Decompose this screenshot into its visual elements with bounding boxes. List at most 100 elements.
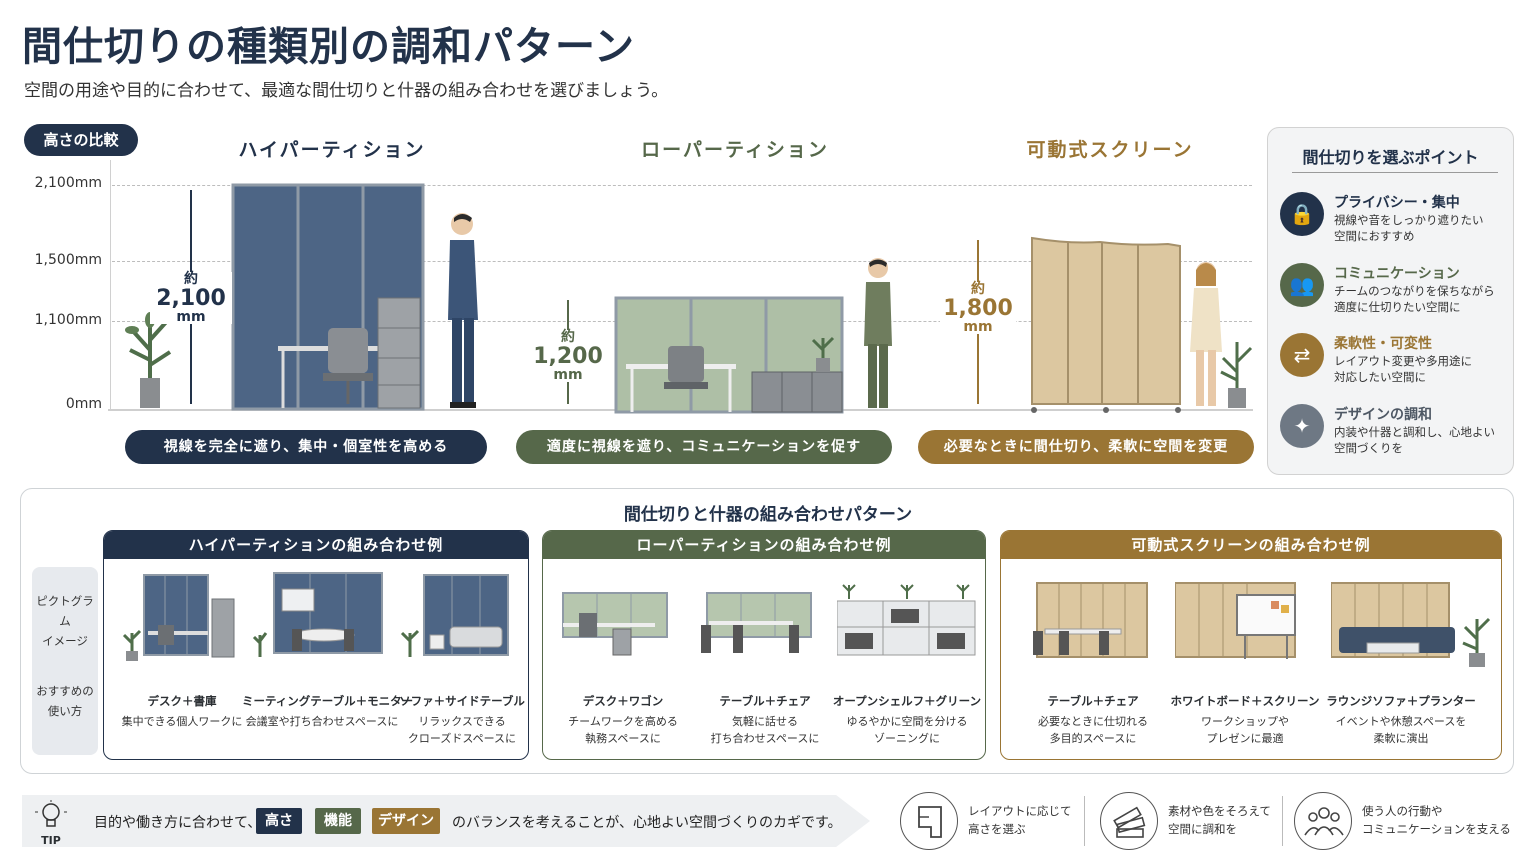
combo-item-name: テーブル＋チェア bbox=[719, 694, 811, 708]
selection-points-panel: 間仕切りを選ぶポイント 🔒 プライバシー・集中 視線や音をしっかり遮りたい空間に… bbox=[1267, 127, 1514, 475]
point-heading: コミュニケーション bbox=[1334, 266, 1460, 282]
footer-text: レイアウトに応じて高さを選ぶ bbox=[968, 804, 1072, 836]
lounge-sofa-planter-pictogram bbox=[1330, 582, 1491, 667]
combo-item-name: ホワイトボード＋スクリーン bbox=[1170, 694, 1320, 708]
guide-line-1500 bbox=[112, 261, 1252, 262]
row-labels: ピクトグラムイメージ おすすめの使い方 bbox=[32, 567, 98, 755]
approx-label: 約 bbox=[184, 271, 198, 287]
row-label-usage: おすすめの使い方 bbox=[36, 684, 94, 718]
combo-item-name: デスク＋書庫 bbox=[147, 694, 217, 708]
row-label-pictogram: ピクトグラムイメージ bbox=[36, 594, 94, 648]
height-value: 2,100 bbox=[156, 285, 226, 311]
point-heading: プライバシー・集中 bbox=[1334, 195, 1460, 211]
screen-table-chair-pictogram bbox=[1033, 582, 1148, 658]
sofa-table-pictogram bbox=[400, 574, 509, 657]
panel-title: 間仕切りを選ぶポイント bbox=[1302, 148, 1479, 167]
whiteboard-screen-pictogram bbox=[1174, 582, 1296, 659]
footer-text: 使う人の行動やコミュニケーションを支える bbox=[1362, 804, 1511, 836]
combo-item: テーブル＋チェア 気軽に話せる打ち合わせスペースに bbox=[695, 569, 835, 745]
tip-text-post: のバランスを考えることが、心地よい空間づくりのカギです。 bbox=[452, 815, 842, 831]
partition-title-high: ハイパーティション bbox=[238, 139, 426, 161]
tag-function: 機能 bbox=[315, 808, 361, 834]
combo-group-low: ローパーティションの組み合わせ例 デスク＋ワゴン チームワークを高める執務スペー… bbox=[542, 530, 986, 760]
swap-icon: ⇄ bbox=[1280, 333, 1324, 377]
plant-icon bbox=[125, 312, 175, 408]
tip-text-pre: 目的や働き方に合わせて、 bbox=[94, 815, 262, 831]
combo-item: ラウンジソファ＋プランター イベントや休憩スペースを柔軟に演出 bbox=[1326, 569, 1491, 745]
combo-item-usage: イベントや休憩スペースを柔軟に演出 bbox=[1335, 715, 1467, 745]
approx-label: 約 bbox=[561, 329, 575, 345]
height-compare-badge: 高さの比較 bbox=[24, 124, 138, 156]
combinations-section bbox=[20, 488, 1514, 774]
point-design: ✦ デザインの調和 内装や什器と調和し、心地よい空間づくりを bbox=[1280, 404, 1510, 468]
combo-item-name: オープンシェルフ＋グリーン bbox=[832, 694, 982, 708]
scale-label: 1,100mm bbox=[34, 312, 102, 328]
point-desc: レイアウト変更や多用途に対応したい空間に bbox=[1334, 354, 1472, 384]
combo-item: ミーティングテーブル＋モニター 会議室や打ち合わせスペースに bbox=[242, 569, 413, 728]
height-value: 1,200 bbox=[533, 343, 603, 369]
combo-item: デスク＋書庫 集中できる個人ワークに bbox=[112, 569, 252, 728]
combo-group-header: 可動式スクリーンの組み合わせ例 bbox=[1001, 531, 1501, 559]
desk-wagon-pictogram bbox=[562, 592, 668, 656]
tip-bar bbox=[22, 795, 870, 847]
person-icon bbox=[448, 213, 478, 408]
page-title: 間仕切りの種類別の調和パターン bbox=[22, 24, 635, 70]
divider bbox=[1282, 796, 1283, 846]
combinations-title: 間仕切りと什器の組み合わせパターン bbox=[623, 505, 913, 525]
combo-item-name: テーブル＋チェア bbox=[1047, 694, 1139, 708]
caption-pill-high: 視線を完全に遮り、集中・個室性を高める bbox=[125, 430, 487, 464]
divider bbox=[1084, 796, 1085, 846]
plant-icon bbox=[1220, 342, 1253, 408]
point-flexibility: ⇄ 柔軟性・可変性 レイアウト変更や多用途に対応したい空間に bbox=[1280, 333, 1510, 397]
combo-item-usage: 気軽に話せる打ち合わせスペースに bbox=[710, 715, 820, 745]
high-partition-illustration bbox=[125, 183, 425, 411]
footer-text: 素材や色をそろえて空間に調和を bbox=[1168, 804, 1271, 836]
table-chair-pictogram bbox=[701, 592, 812, 653]
combo-item-usage: 必要なときに仕切れる多目的スペースに bbox=[1038, 715, 1148, 745]
height-unit: mm bbox=[176, 308, 206, 325]
height-measure-high: 約 2,100 mm bbox=[150, 271, 232, 325]
combo-item-name: ラウンジソファ＋プランター bbox=[1326, 694, 1476, 708]
tag-height: 高さ bbox=[256, 808, 302, 834]
point-desc: 内装や什器と調和し、心地よい空間づくりを bbox=[1334, 425, 1495, 455]
page-subtitle: 空間の用途や目的に合わせて、最適な間仕切りと什器の組み合わせを選びましょう。 bbox=[24, 81, 669, 101]
lightbulb-icon: TIP bbox=[34, 800, 68, 847]
height-value: 1,800 bbox=[943, 295, 1013, 321]
point-desc: 視線や音をしっかり遮りたい空間におすすめ bbox=[1334, 213, 1484, 243]
point-communication: 👥 コミュニケーション チームのつながりを保ちながら適度に仕切りたい空間に bbox=[1280, 263, 1510, 327]
combo-item: オープンシェルフ＋グリーン ゆるやかに空間を分けるゾーニングに bbox=[833, 569, 981, 745]
combo-item-name: ミーティングテーブル＋モニター bbox=[242, 694, 414, 708]
lock-icon: 🔒 bbox=[1280, 192, 1324, 236]
combo-item-usage: リラックスできるクローズドスペースに bbox=[407, 715, 517, 745]
low-partition-illustration bbox=[614, 296, 844, 414]
tip-label: TIP bbox=[41, 834, 61, 847]
point-heading: 柔軟性・可変性 bbox=[1334, 336, 1432, 352]
footer-item-material: 素材や色をそろえて空間に調和を bbox=[1100, 792, 1280, 852]
meeting-monitor-pictogram bbox=[252, 572, 383, 657]
swatch-icon bbox=[1100, 792, 1158, 850]
screen-partition-illustration bbox=[1031, 236, 1253, 413]
height-unit: mm bbox=[553, 366, 583, 383]
combo-item-name: デスク＋ワゴン bbox=[582, 694, 664, 708]
combo-item: テーブル＋チェア 必要なときに仕切れる多目的スペースに bbox=[1023, 569, 1163, 745]
people-icon: 👥 bbox=[1280, 263, 1324, 307]
height-unit: mm bbox=[963, 318, 993, 335]
combo-item-usage: ワークショップやプレゼンに最適 bbox=[1201, 715, 1289, 745]
scale-axis bbox=[110, 160, 111, 410]
footer-item-people: 使う人の行動やコミュニケーションを支える bbox=[1294, 792, 1524, 852]
plant-icon bbox=[811, 336, 835, 372]
combo-item: ホワイトボード＋スクリーン ワークショップやプレゼンに最適 bbox=[1171, 569, 1319, 745]
combo-item-name: ソファ＋サイドテーブル bbox=[399, 694, 525, 708]
partition-title-screen: 可動式スクリーン bbox=[1026, 139, 1194, 161]
divider bbox=[1292, 172, 1498, 173]
combo-group-header: ローパーティションの組み合わせ例 bbox=[543, 531, 985, 559]
partition-title-low: ローパーティション bbox=[641, 139, 829, 161]
combo-item-usage: 会議室や打ち合わせスペースに bbox=[245, 715, 399, 728]
sparkle-icon: ✦ bbox=[1280, 404, 1324, 448]
height-measure-low: 約 1,200 mm bbox=[530, 329, 606, 383]
shelf-green-pictogram bbox=[836, 584, 976, 656]
scale-label: 1,500mm bbox=[34, 252, 102, 268]
height-measure-screen: 約 1,800 mm bbox=[940, 281, 1016, 335]
approx-label: 約 bbox=[971, 281, 985, 297]
scale-label: 0mm bbox=[65, 396, 102, 412]
